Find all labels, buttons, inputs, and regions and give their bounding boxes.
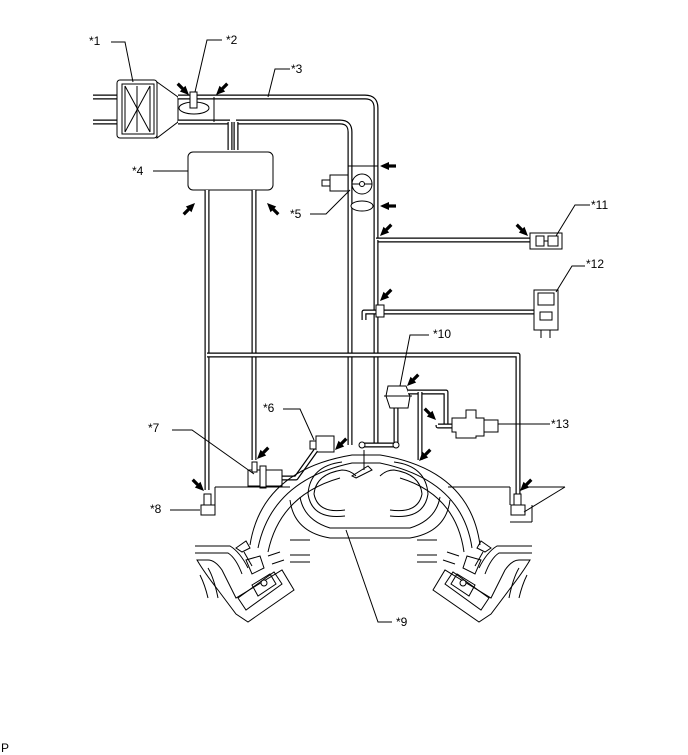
valve-6: [282, 435, 335, 481]
label-8: *8: [150, 502, 162, 516]
intake-duct: [178, 94, 379, 445]
label-7: *7: [148, 421, 160, 435]
leader-lines: [111, 39, 590, 623]
sensor-8-right: [510, 493, 526, 516]
label-2: *2: [226, 33, 238, 47]
intake-sensor: [178, 91, 215, 122]
hose-to-11: [373, 232, 563, 445]
air-cleaner: [93, 79, 179, 140]
arrow-icon: [332, 435, 350, 453]
sensor-8-left: [200, 493, 216, 516]
cross-hose: [207, 352, 521, 495]
intake-manifold: [249, 450, 481, 553]
label-1: *1: [89, 34, 101, 48]
arrow-icon: [254, 444, 272, 462]
label-9: *9: [396, 615, 408, 629]
engine-outline: [214, 486, 565, 523]
arrow-icon: [404, 371, 422, 389]
cylinder-head-left: [195, 539, 310, 623]
valve-13: [417, 392, 499, 460]
arrow-icon: [264, 200, 282, 218]
arrow-icon: [377, 286, 395, 304]
arrow-icon: [189, 476, 207, 494]
label-4: *4: [132, 164, 144, 178]
resonator-chamber: [187, 151, 274, 490]
label-13: *13: [551, 417, 569, 431]
arrow-icon: [380, 202, 396, 210]
label-10: *10: [433, 327, 451, 341]
valve-7: [247, 461, 283, 489]
corner-mark: P: [1, 741, 9, 755]
label-3: *3: [291, 62, 303, 76]
switching-valve-5: [321, 165, 378, 212]
arrow-icon: [380, 162, 396, 170]
arrow-icon: [421, 405, 439, 423]
arrow-icon: [513, 221, 531, 239]
cylinder-head-right: [417, 539, 532, 623]
label-12: *12: [586, 257, 604, 271]
hose-to-12: [361, 289, 559, 338]
label-5: *5: [290, 207, 302, 221]
arrow-icon: [377, 221, 395, 239]
arrow-icon: [180, 200, 198, 218]
label-11: *11: [591, 198, 608, 212]
label-6: *6: [263, 401, 275, 415]
